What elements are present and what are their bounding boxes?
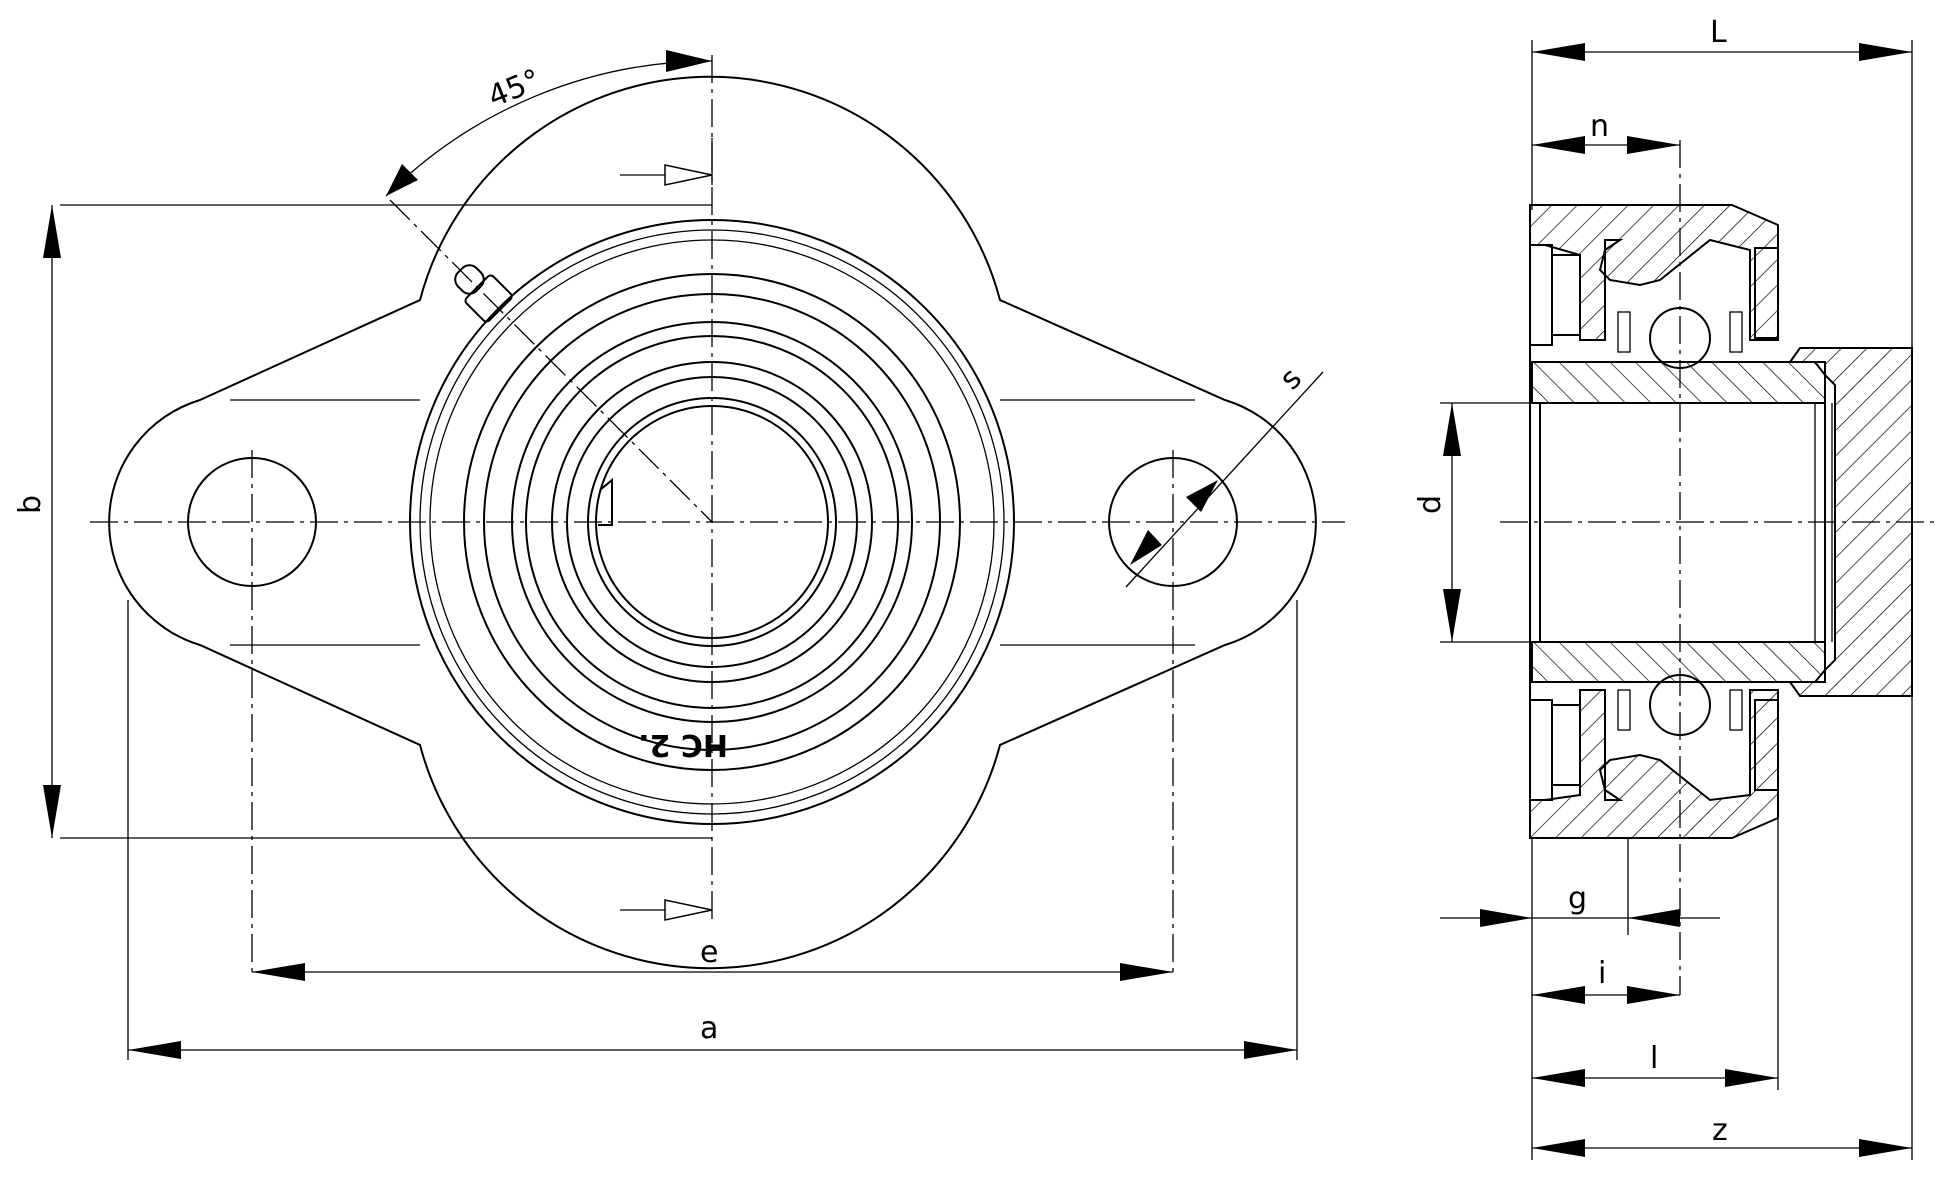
- label-i: i: [1598, 956, 1606, 991]
- label-d: d: [1413, 495, 1448, 514]
- flange-outline: [108, 75, 1317, 970]
- inner-ring-top: [1531, 361, 1826, 404]
- label-s: s: [1273, 361, 1309, 397]
- label-l: l: [1650, 1041, 1658, 1076]
- housing-marking: HC 2.: [638, 727, 728, 762]
- label-e: e: [700, 935, 718, 970]
- label-n: n: [1590, 109, 1609, 144]
- angle-label: 45°: [483, 63, 545, 115]
- label-L: L: [1710, 15, 1727, 50]
- front-view: HC 2. 45° b e a: [13, 50, 1345, 1060]
- label-a: a: [700, 1011, 718, 1046]
- label-g: g: [1568, 881, 1587, 916]
- label-z: z: [1712, 1113, 1728, 1148]
- housing-bottom-section: [1529, 689, 1779, 839]
- housing-top-section: [1529, 204, 1779, 341]
- section-view: L n d g i l z: [1413, 15, 1940, 1160]
- label-b: b: [13, 495, 48, 514]
